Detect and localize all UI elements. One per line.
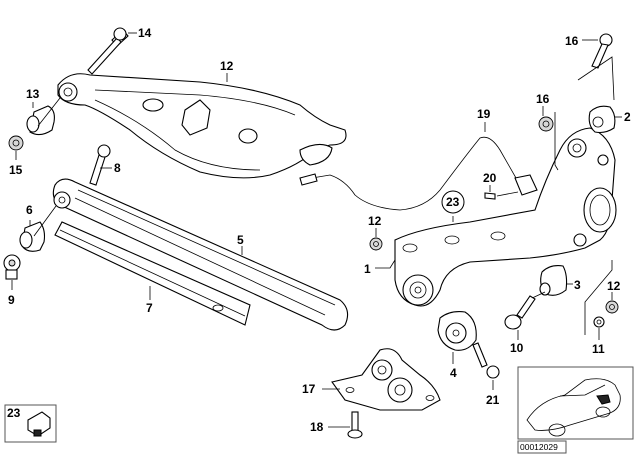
callout-16-right[interactable]: 16 [536, 92, 550, 106]
legend-label-23: 23 [7, 406, 21, 420]
link-5[interactable] [52, 178, 349, 331]
callout-15[interactable]: 14 [138, 26, 152, 40]
callout-4[interactable]: 4 [450, 366, 457, 380]
callout-1[interactable]: 1 [364, 262, 371, 276]
callout-12-right[interactable]: 12 [607, 279, 621, 293]
bushing-9[interactable] [3, 254, 21, 280]
bushing-4[interactable] [437, 311, 477, 351]
callout-23[interactable]: 23 [446, 195, 460, 209]
callout-5[interactable]: 5 [237, 233, 244, 247]
screw-22[interactable] [484, 192, 496, 200]
callout-18[interactable]: 17 [302, 382, 316, 396]
bushing-3[interactable] [539, 265, 568, 296]
callout-17[interactable]: 16 [565, 34, 579, 48]
callout-2[interactable]: 2 [624, 110, 631, 124]
callout-7[interactable]: 7 [146, 301, 153, 315]
bolt-17[interactable] [591, 33, 613, 69]
callout-19[interactable]: 21 [486, 393, 500, 407]
nut-16-right[interactable] [538, 116, 554, 132]
bolt-15[interactable] [87, 27, 129, 75]
callout-11[interactable]: 11 [592, 342, 605, 356]
nut-16-left[interactable] [8, 135, 24, 151]
bolt-19[interactable] [472, 342, 500, 379]
callout-20[interactable]: 18 [310, 420, 324, 434]
callout-10[interactable]: 10 [510, 341, 524, 355]
callout-23-circle [441, 190, 465, 214]
bolt-20[interactable] [347, 411, 363, 439]
bushing-2[interactable] [588, 105, 616, 134]
callout-22[interactable]: 20 [483, 171, 497, 185]
callout-3[interactable]: 3 [574, 278, 581, 292]
control-arm-13[interactable] [57, 73, 347, 179]
callout-9[interactable]: 9 [8, 293, 15, 307]
callout-14[interactable]: 13 [26, 87, 40, 101]
callout-6[interactable]: 6 [26, 203, 33, 217]
washer-11[interactable] [593, 316, 605, 328]
legend-box-23 [4, 404, 57, 443]
wheel-carrier-1[interactable] [394, 127, 617, 307]
callout-21[interactable]: 19 [477, 107, 491, 121]
callout-8[interactable]: 8 [114, 161, 121, 175]
bolt-10[interactable] [504, 295, 536, 330]
bolt-8[interactable] [89, 144, 111, 186]
nut-12-left[interactable] [369, 237, 383, 251]
cover-7[interactable] [54, 221, 251, 326]
callout-16-left[interactable]: 15 [9, 163, 23, 177]
callout-13[interactable]: 12 [220, 59, 234, 73]
mount-bracket-18[interactable] [331, 348, 441, 411]
locator-box [517, 366, 634, 454]
callout-12-left[interactable]: 12 [368, 214, 382, 228]
sensor-wire-21[interactable] [299, 136, 538, 211]
nut-12-right[interactable] [605, 300, 619, 314]
reference-code: 00012029 [520, 442, 558, 452]
